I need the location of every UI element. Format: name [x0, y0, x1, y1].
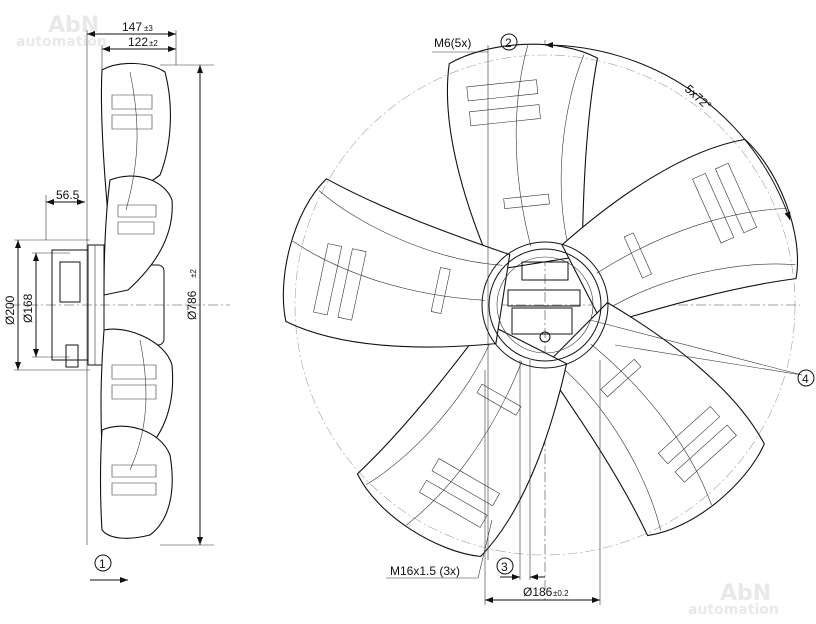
dim-56-5: 56.5 — [56, 188, 80, 202]
svg-text:2: 2 — [505, 36, 512, 50]
label-plate — [511, 307, 573, 335]
dim-122: 122 — [128, 35, 148, 49]
fan-blade — [282, 178, 511, 348]
fan-blade — [356, 322, 568, 558]
angle-5x72: 5x72° — [682, 82, 714, 113]
svg-text:automation: automation — [16, 34, 107, 50]
dim-147-tol: ±3 — [144, 24, 153, 33]
dim-d200: Ø200 — [3, 295, 17, 325]
svg-text:4: 4 — [802, 372, 809, 386]
svg-text:1: 1 — [99, 557, 106, 571]
dim-d786-tol: ±2 — [189, 269, 198, 278]
thread-m16: M16x1.5 (3x) — [390, 564, 460, 578]
front-view: 5x72° M6(5x) 2 4 Ø186 ±0.2 3 M16x1.5 (3x… — [282, 33, 815, 605]
callout-3 — [496, 557, 514, 575]
dim-d168: Ø168 — [21, 293, 35, 323]
watermark-bottom: AbN automation — [688, 581, 779, 618]
watermark-top: AbN automation — [16, 13, 107, 50]
callout-1 — [94, 554, 112, 572]
dim-d186: Ø186 — [523, 585, 553, 599]
side-view: 147 ±3 122 ±2 56.5 Ø200 Ø168 Ø786 ±2 — [3, 20, 230, 583]
callout-4 — [797, 369, 815, 387]
hub — [481, 241, 609, 369]
svg-text:AbN: AbN — [720, 581, 771, 606]
dim-d786: Ø786 — [185, 290, 199, 320]
thread-m6: M6(5x) — [434, 36, 471, 50]
callout-2 — [500, 33, 518, 51]
svg-text:3: 3 — [501, 560, 508, 574]
fan-blades — [282, 43, 798, 558]
dim-147: 147 — [122, 20, 142, 34]
dim-d186-tol: ±0.2 — [553, 589, 569, 598]
dim-122-tol: ±2 — [149, 39, 158, 48]
svg-text:automation: automation — [688, 602, 779, 618]
fan-blade — [543, 301, 765, 537]
